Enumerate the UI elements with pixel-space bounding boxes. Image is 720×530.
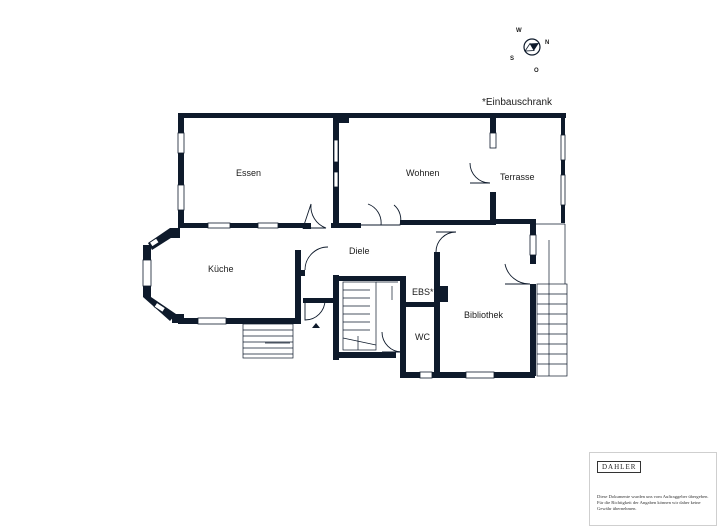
compass-south-label: S [510,56,514,62]
brand-logo: DAHLER [597,461,642,473]
agency-badge: DAHLER Diese Dokumente wurden uns vom Au… [589,452,717,526]
compass-needle-south [524,42,535,52]
room-label-terrasse: Terrasse [500,172,535,182]
room-label-diele: Diele [349,246,370,256]
room-label-bibliothek: Bibliothek [464,310,504,320]
compass-east-label: O [534,68,539,74]
room-label-wohnen: Wohnen [406,168,439,178]
room-label-essen: Essen [236,168,261,178]
room-label-kueche: Küche [208,264,234,274]
disclaimer-text: Diese Dokumente wurden uns vom Auftragge… [597,494,709,511]
room-label-ebs: EBS* [412,287,434,297]
stairs [242,223,568,377]
legend-builtin-cabinet: *Einbauschrank [482,97,553,108]
doors [302,162,531,353]
compass: W N S O [510,28,549,74]
compass-west-label: W [516,28,522,34]
compass-needle-north [530,43,539,51]
windows [142,132,566,379]
compass-north-label: N [545,40,549,46]
room-label-wc: WC [415,332,430,342]
